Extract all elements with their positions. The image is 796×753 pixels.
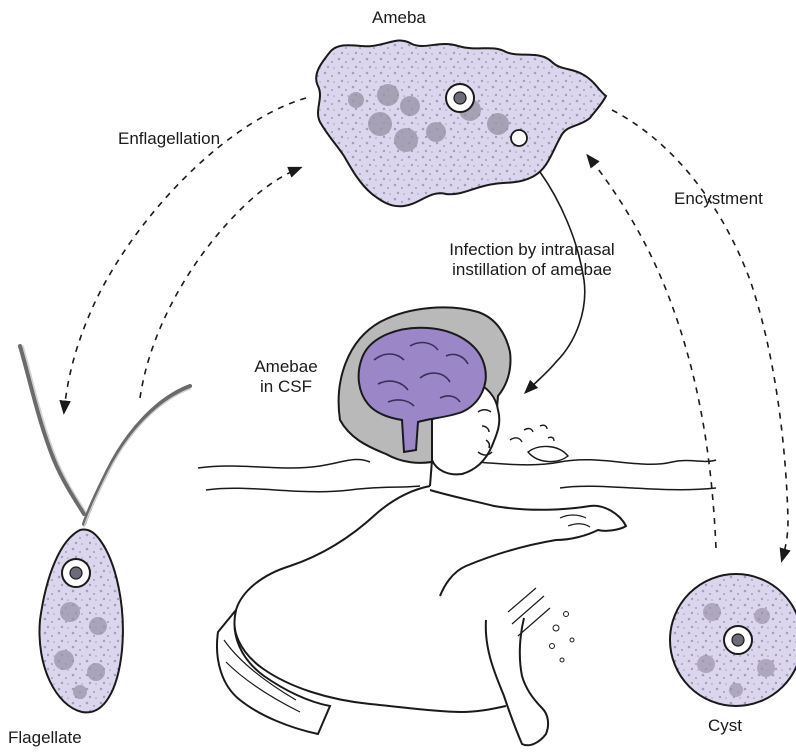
amebae-csf-label: Amebae in CSF (248, 357, 324, 397)
encystment-arrow (612, 110, 788, 560)
encystment-label: Encystment (674, 189, 763, 209)
flagellate-label: Flagellate (8, 728, 82, 748)
amebae-csf-label-line1: Amebae (248, 357, 324, 377)
flagellate-organism (20, 346, 190, 712)
enflagellation-label: Enflagellation (118, 129, 220, 149)
cyst-organism (670, 574, 796, 706)
amebae-csf-label-line2: in CSF (248, 377, 324, 397)
ameba-organism (316, 41, 606, 207)
infection-label-line2: instillation of amebae (408, 260, 656, 280)
infection-label-line1: Infection by intranasal (408, 240, 656, 260)
infection-label: Infection by intranasal instillation of … (408, 240, 656, 280)
infection-arrow (526, 172, 585, 392)
cyst-label: Cyst (708, 716, 742, 736)
ameba-label: Ameba (372, 8, 426, 28)
